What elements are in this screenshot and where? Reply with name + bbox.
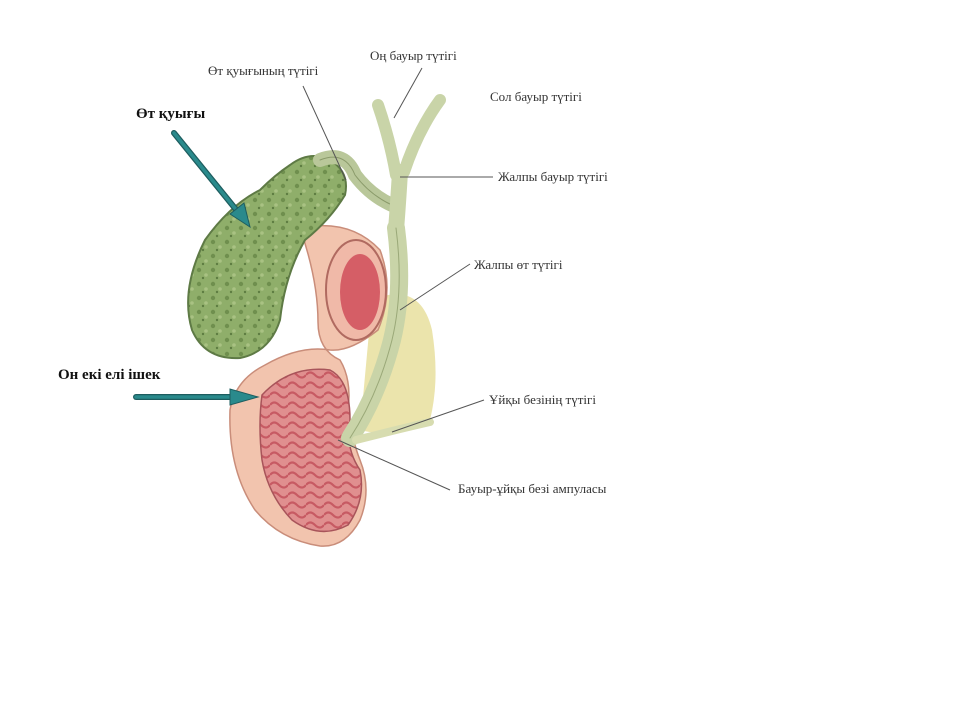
leader-lines xyxy=(302,67,493,491)
label-right-hepatic-duct: Оң бауыр түтігі xyxy=(370,48,457,63)
cystic-duct-outline xyxy=(319,156,393,206)
duodenum-mucosa xyxy=(259,368,363,533)
duodenum-lumen-upper-inner xyxy=(340,254,380,330)
duodenum-pointer-arrow xyxy=(133,388,260,406)
pancreatic-duct-shape xyxy=(352,418,434,444)
label-pancreatic-duct: Ұйқы безінің түтігі xyxy=(489,392,596,407)
label-duodenum: Он екі елі ішек xyxy=(58,367,161,383)
label-cystic-duct: Өт қуығының түтігі xyxy=(208,63,319,78)
gallbladder-pointer-arrow xyxy=(171,130,251,229)
label-common-bile-duct: Жалпы өт түтігі xyxy=(474,257,563,272)
label-gallbladder: Өт қуығы xyxy=(136,106,206,122)
label-hepatopancreatic-ampulla: Бауыр-ұйқы безі ампуласы xyxy=(458,481,607,496)
label-common-hepatic-duct: Жалпы бауыр түтігі xyxy=(498,169,608,184)
right-hepatic-duct-shape xyxy=(372,99,402,181)
label-left-hepatic-duct: Сол бауыр түтігі xyxy=(490,89,582,104)
common-bile-duct-outline xyxy=(349,227,400,439)
left-hepatic-duct-shape xyxy=(398,94,446,178)
